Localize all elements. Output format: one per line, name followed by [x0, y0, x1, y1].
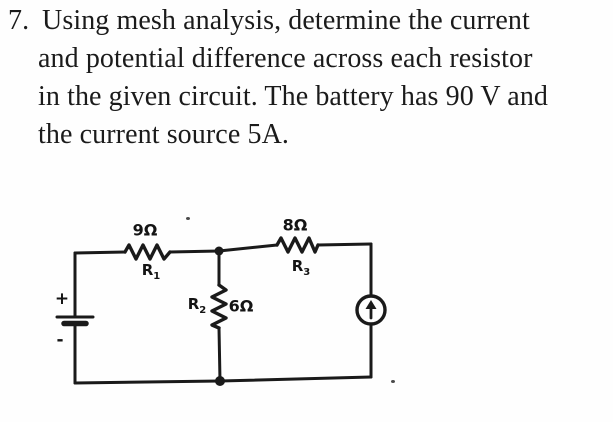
junction-dot-top — [214, 246, 224, 256]
problem-statement: 7. Using mesh analysis, determine the cur… — [8, 2, 548, 154]
resistor-r1-name-label: R1 — [141, 261, 161, 282]
resistor-r1-zigzag — [123, 243, 172, 261]
wire-top-right — [316, 242, 373, 247]
wire-middle-lower — [217, 326, 222, 383]
resistor-r2-letter: R — [187, 295, 200, 313]
problem-line: 7. Using mesh analysis, determine the cur… — [8, 2, 548, 40]
problem-number: 7. — [8, 5, 30, 36]
resistor-r3-subscript: 3 — [303, 267, 311, 278]
resistor-r2-value-label: 6Ω — [228, 296, 254, 316]
resistor-r2-subscript: 2 — [199, 305, 207, 316]
arrow-up-icon — [365, 300, 377, 309]
problem-line: and potential difference across each res… — [38, 43, 533, 74]
junction-dot-bottom — [215, 376, 225, 386]
scan-artifact-dot — [391, 380, 395, 383]
wire-top-left — [73, 250, 127, 255]
resistor-r3-value-label: 8Ω — [282, 215, 308, 235]
problem-line: in the given circuit. The battery has 90… — [38, 81, 549, 112]
current-source — [355, 294, 387, 326]
resistor-r1-subscript: 1 — [153, 271, 161, 282]
wire-top-middle — [168, 243, 279, 254]
resistor-r1-letter: R — [141, 261, 154, 279]
scan-artifact-dot — [186, 217, 190, 220]
resistor-r3-letter: R — [291, 257, 304, 275]
battery-plus-label: + — [54, 289, 70, 309]
problem-line-text: Using mesh analysis, determine the curre… — [42, 5, 530, 36]
resistor-r3-zigzag — [275, 236, 320, 254]
resistor-r1-value-label: 9Ω — [132, 220, 158, 240]
resistor-r2-name-label: R2 — [187, 295, 207, 316]
resistor-r3-name-label: R3 — [291, 257, 311, 278]
problem-line: the current source 5A. — [38, 119, 289, 150]
resistor-r2-zigzag — [210, 283, 228, 330]
battery-minus-label: - — [56, 330, 64, 350]
